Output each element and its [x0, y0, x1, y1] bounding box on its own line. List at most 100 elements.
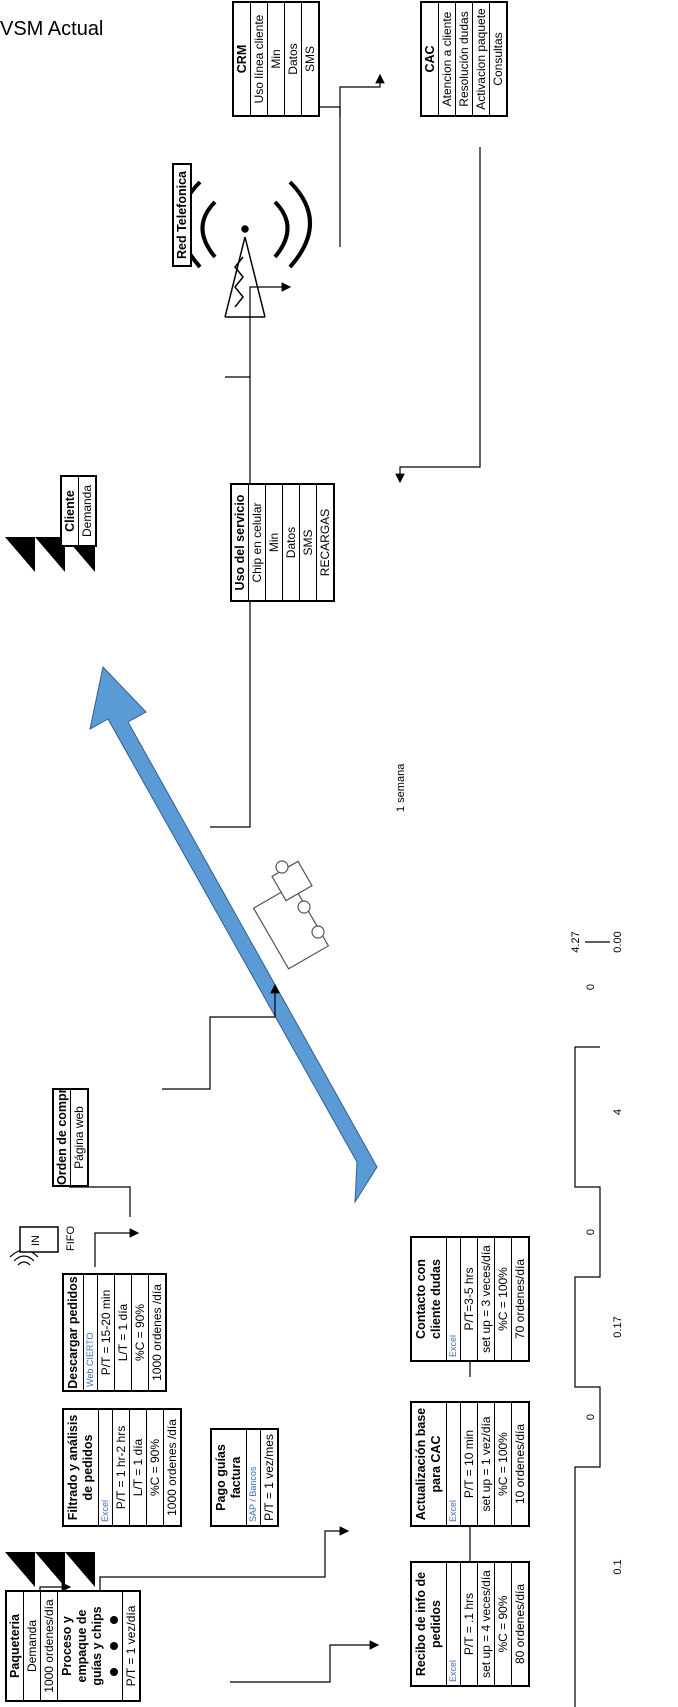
- link-cliente-uso: [162, 983, 280, 1090]
- header-actualizacion: Actualización base para CAC: [414, 1407, 443, 1521]
- source-actualizacion: Excel: [446, 1403, 460, 1525]
- cac-row: Resolución dudas: [455, 3, 472, 115]
- header-pago: Pago guías factura: [214, 1444, 243, 1511]
- timeline-value: 4: [612, 1108, 624, 1116]
- box-recibo: Recibo de info de pedidos Excel P/T = .1…: [410, 1561, 530, 1687]
- operator-icon: [110, 1668, 118, 1676]
- pago-row: P/T = 1 vez/mes: [260, 1430, 277, 1525]
- header-recibo: Recibo de info de pedidos: [414, 1571, 443, 1677]
- source-descargar: Web CIERTO: [83, 1275, 97, 1390]
- header-cac: CAC: [423, 45, 437, 73]
- contacto-row: %C = 100%: [494, 1238, 511, 1360]
- header-cliente: Cliente: [63, 490, 77, 532]
- descargar-row: %C = 90%: [131, 1275, 148, 1390]
- box-red: Red Telefonica: [172, 163, 192, 267]
- descargar-row: L/T = 1 día: [114, 1275, 131, 1390]
- header-paqueteria: Paqueteria: [8, 1614, 22, 1678]
- paqueteria-pt: P/T = 1 vez/día: [122, 1592, 139, 1700]
- factory-icon-paqueteria: [5, 1552, 95, 1587]
- box-descargar: Descargar pedidos Web CIERTO P/T = 15-20…: [62, 1273, 167, 1392]
- operator-icons: [107, 1592, 122, 1700]
- header-contacto: Contacto con cliente dudas: [414, 1259, 443, 1339]
- source-filtrado: Excel: [98, 1410, 112, 1525]
- link-in-orden: [94, 1228, 140, 1267]
- truck-icon: [252, 860, 330, 970]
- box-contacto: Contacto con cliente dudas Excel P/T=3-5…: [410, 1236, 530, 1362]
- actualizacion-row: set up = 1 vez/día: [477, 1403, 494, 1525]
- filtrado-row: %C = 90%: [146, 1410, 163, 1525]
- box-uso: Uso del servicio Chip en celular Min Dat…: [230, 483, 335, 602]
- shipment-label: 1 semana: [395, 763, 407, 812]
- orden-row: Página web: [70, 1090, 87, 1185]
- contacto-row: 70 ordenes/día: [511, 1238, 528, 1360]
- recibo-row: %C = 90%: [494, 1563, 511, 1685]
- uso-row: Min: [265, 485, 282, 600]
- header-descargar: Descargar pedidos: [66, 1276, 80, 1389]
- box-crm: CRM Uso línea cliente Min Datos SMS: [232, 1, 320, 117]
- header-crm: CRM: [235, 44, 249, 74]
- link-crm-cac: [339, 73, 385, 117]
- box-filtrado: Filtrado y análisis de pedidos Excel P/T…: [62, 1408, 182, 1527]
- link-cac-uso: [395, 147, 481, 484]
- fifo-label: FIFO: [65, 1225, 77, 1251]
- page-title: VSM Actual: [0, 18, 104, 40]
- link-red-crm: [305, 94, 341, 247]
- operator-icon: [110, 1616, 118, 1624]
- recibo-row: set up = 4 veces/día: [477, 1563, 494, 1685]
- filtrado-row: 1000 ordenes /día: [163, 1410, 180, 1525]
- box-paqueteria: Paqueteria Demanda 1000 ordenes/día Proc…: [5, 1590, 141, 1702]
- cliente-row: Demanda: [78, 477, 95, 545]
- actualizacion-row: 10 ordenes/día: [511, 1403, 528, 1525]
- descargar-row: P/T = 15-20 min: [97, 1275, 114, 1390]
- timeline-value: 0.17: [612, 1316, 624, 1338]
- header-filtrado: Filtrado y análisis de pedidos: [66, 1414, 95, 1521]
- recibo-row: 80 ordenes/día: [511, 1563, 528, 1685]
- timeline-value: 0.1: [612, 1559, 624, 1575]
- recibo-row: P/T = .1 hrs: [460, 1563, 477, 1685]
- uso-row: SMS: [299, 485, 316, 600]
- actualizacion-row: P/T = 10 min: [460, 1403, 477, 1525]
- uso-row: RECARGAS: [316, 485, 333, 600]
- cac-row: Activacion paquete: [472, 3, 489, 115]
- box-cac: CAC Atencion a cliente Resolución dudas …: [420, 1, 508, 117]
- contacto-row: P/T=3-5 hrs: [460, 1238, 477, 1360]
- contacto-row: set up = 3 veces/día: [477, 1238, 494, 1360]
- source-pago: SAP / Bancos: [246, 1430, 260, 1525]
- inventory-box: [19, 1226, 59, 1253]
- cac-row: Consultas: [489, 3, 506, 115]
- link-paqueteria-recibo: [230, 1640, 380, 1683]
- filtrado-row: P/T = 1 hr-2 hrs: [112, 1410, 129, 1525]
- crm-row: Uso línea cliente: [250, 3, 267, 115]
- cac-row: Atencion a cliente: [438, 3, 455, 115]
- timeline-total-bottom: 0.00: [612, 931, 624, 953]
- timeline-value: 0: [585, 1228, 597, 1236]
- crm-row: Min: [267, 3, 284, 115]
- filtrado-row: L/T = 1 día: [129, 1410, 146, 1525]
- timeline-total-top: 4.27: [570, 931, 582, 953]
- header-red: Red Telefonica: [175, 171, 189, 259]
- shipment-arrow: [89, 665, 378, 1204]
- antenna-icon: [178, 180, 312, 318]
- uso-row: Chip en celular: [248, 485, 265, 600]
- source-recibo: Excel: [446, 1563, 460, 1685]
- crm-row: SMS: [301, 3, 318, 115]
- box-pago: Pago guías factura SAP / Bancos P/T = 1 …: [210, 1428, 279, 1527]
- paqueteria-demanda: Demanda: [23, 1592, 40, 1700]
- source-contacto: Excel: [446, 1238, 460, 1360]
- box-actualizacion: Actualización base para CAC Excel P/T = …: [410, 1401, 530, 1527]
- uso-row: Datos: [282, 485, 299, 600]
- operator-icon: [110, 1642, 118, 1650]
- box-cliente: Cliente Demanda: [60, 475, 97, 547]
- header-uso: Uso del servicio: [233, 494, 247, 591]
- crm-row: Datos: [284, 3, 301, 115]
- descargar-row: 1000 ordenes /día: [148, 1275, 165, 1390]
- timeline-value: 0: [585, 1413, 597, 1421]
- header-orden: Orden de compra: [55, 1090, 69, 1185]
- paqueteria-ordenes: 1000 ordenes/día: [40, 1592, 57, 1700]
- paqueteria-process: Proceso y empaque de guías y chips: [57, 1592, 107, 1700]
- inventory-label: IN: [30, 1235, 42, 1246]
- timeline-value: 0: [585, 983, 597, 991]
- actualizacion-row: %C = 100%: [494, 1403, 511, 1525]
